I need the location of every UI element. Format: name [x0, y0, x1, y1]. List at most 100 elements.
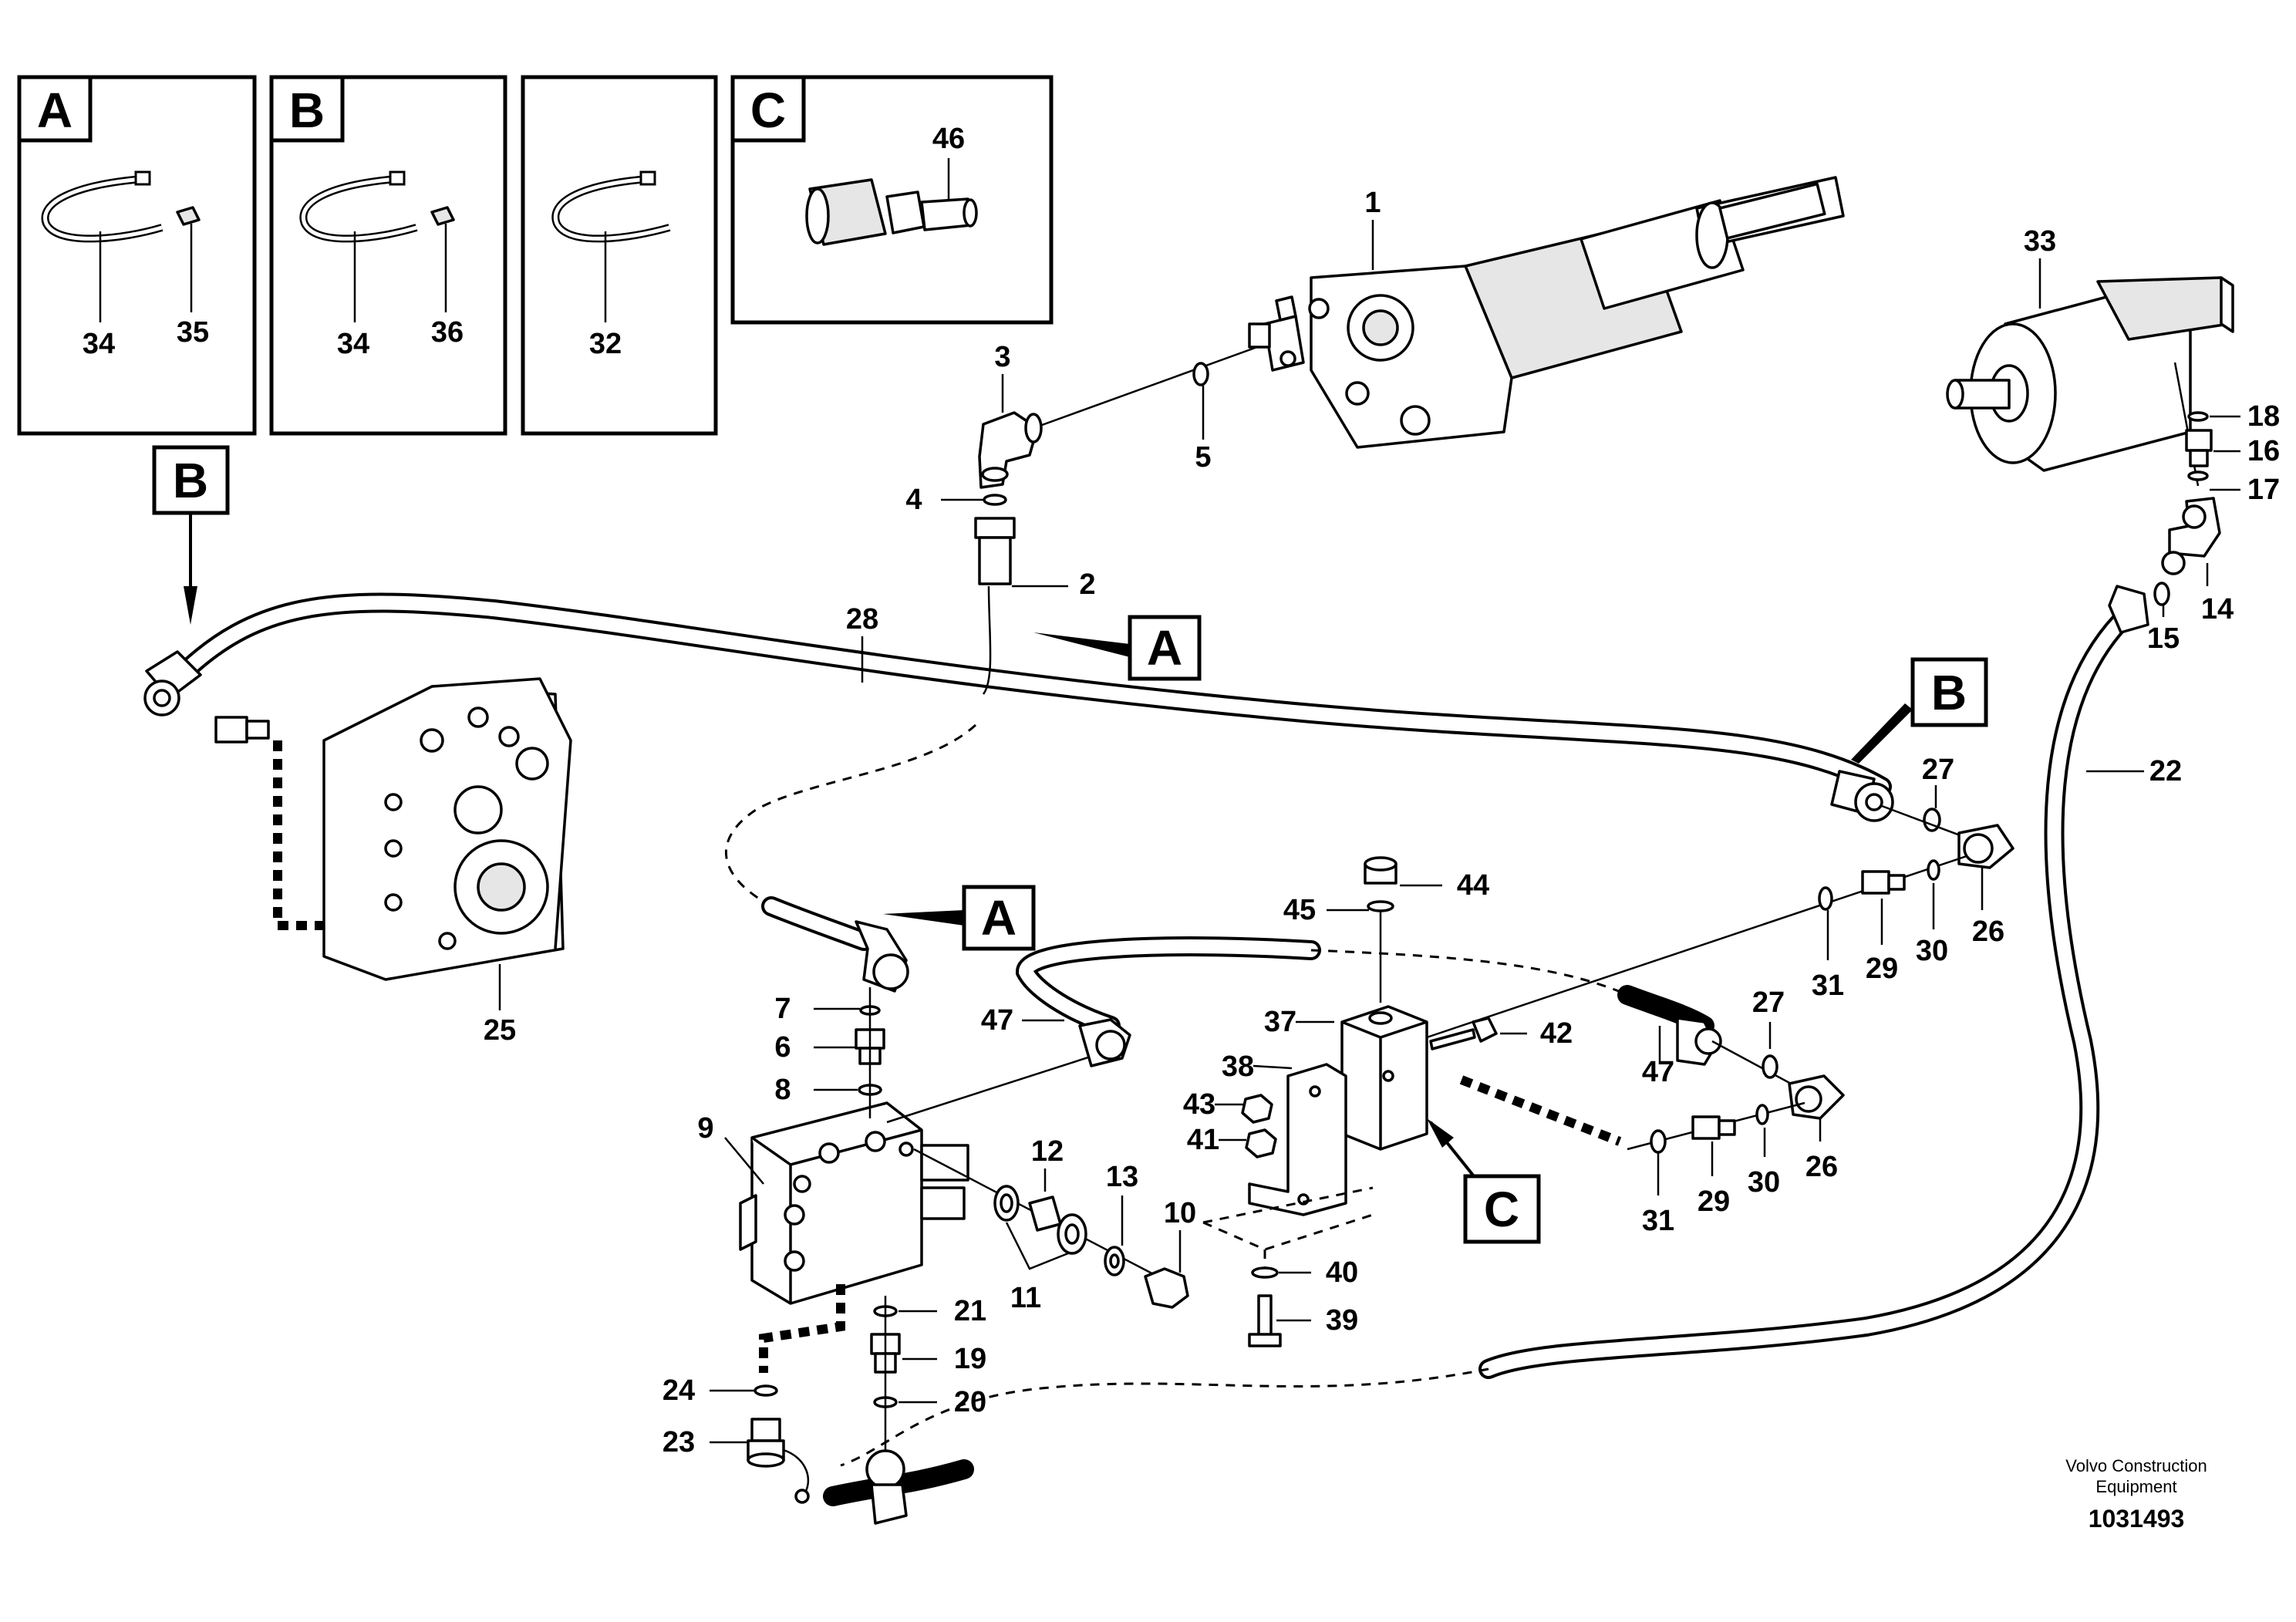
- callout-19: 19: [954, 1343, 986, 1375]
- hose-end-fitting-a: [855, 920, 909, 993]
- adapter-29-lower: [1691, 1115, 1736, 1140]
- callout-13: 13: [1106, 1161, 1138, 1193]
- inset-panel-b: B 34 36: [269, 75, 507, 436]
- callout-32: 32: [589, 328, 622, 360]
- o-ring-17: [2187, 470, 2209, 481]
- svg-text:B: B: [173, 453, 208, 508]
- callout-43: 43: [1183, 1088, 1215, 1121]
- dashed-connection-c: [1459, 1075, 1622, 1146]
- o-ring-4: [983, 494, 1007, 506]
- hose-end-fitting-47-right: [1676, 1017, 1722, 1066]
- nut-41: [1245, 1128, 1277, 1158]
- cable-tie-icon: [41, 170, 164, 243]
- callout-3: 3: [994, 341, 1010, 373]
- bolt-39: [1248, 1294, 1282, 1347]
- inset-panel-cable-tie: 32: [521, 75, 718, 436]
- hose-end-fitting-right: [1830, 770, 1894, 822]
- callout-10: 10: [1164, 1197, 1196, 1229]
- callout-17: 17: [2247, 474, 2280, 506]
- callout-30-upper: 30: [1916, 935, 1948, 967]
- callout-18: 18: [2247, 400, 2280, 433]
- o-ring-30-upper: [1927, 859, 1940, 881]
- callout-36: 36: [431, 316, 464, 349]
- plug-44: [1364, 856, 1397, 885]
- o-ring-31-lower: [1650, 1129, 1667, 1154]
- adapter-16: [2185, 429, 2213, 467]
- callout-27-upper: 27: [1922, 754, 1954, 786]
- inset-b-letter: B: [289, 83, 325, 138]
- spacer-12: [1028, 1195, 1062, 1232]
- callout-26-lower: 26: [1805, 1151, 1838, 1183]
- seal-11a: [993, 1185, 1020, 1222]
- inset-panel-c: C 46: [730, 75, 1054, 325]
- cable-tie-icon: [551, 170, 671, 243]
- callout-39: 39: [1326, 1304, 1358, 1337]
- callout-24: 24: [663, 1374, 695, 1407]
- seal-11b: [1057, 1213, 1087, 1255]
- hydraulic-pump-1: [1248, 176, 1845, 449]
- callout-46: 46: [932, 123, 965, 155]
- inset-panel-a: A 34 35: [17, 75, 257, 436]
- cable-tie-icon: [299, 170, 418, 243]
- sensor-block-37: [1340, 1005, 1428, 1151]
- washer-45: [1367, 900, 1394, 912]
- callout-44: 44: [1457, 869, 1489, 902]
- valve-block-9: [739, 1101, 969, 1305]
- callout-29-lower: 29: [1698, 1185, 1730, 1218]
- callout-16: 16: [2247, 435, 2280, 467]
- elbow-fitting-26-upper: [1957, 824, 2014, 869]
- callout-15: 15: [2147, 622, 2180, 655]
- inset-c-letter: C: [750, 83, 786, 138]
- callout-1: 1: [1364, 187, 1381, 219]
- bracket-38: [1248, 1063, 1347, 1216]
- pressure-line-3: [1033, 346, 1258, 430]
- adapter-fitting-left: [214, 716, 270, 744]
- callout-28: 28: [846, 603, 878, 636]
- credit-line-2: Equipment: [2095, 1477, 2176, 1496]
- drawing-number: 1031493: [2089, 1505, 2185, 1533]
- reference-marker-a-upper: A: [1033, 615, 1202, 681]
- hydraulic-motor-33: [1946, 276, 2234, 472]
- o-ring-5: [1192, 362, 1209, 386]
- callout-9: 9: [697, 1112, 713, 1145]
- svg-text:C: C: [1484, 1182, 1519, 1237]
- callout-22: 22: [2149, 755, 2182, 787]
- hose-end-fitting-47-left: [1078, 1018, 1131, 1067]
- o-ring-18: [2187, 411, 2209, 422]
- bolt-10: [1144, 1267, 1189, 1309]
- svg-text:B: B: [1931, 665, 1967, 720]
- callout-27-lower: 27: [1752, 986, 1785, 1019]
- elbow-fitting-14: [2161, 497, 2221, 575]
- hose-end-fitting-22: [2108, 585, 2149, 634]
- o-ring-24: [754, 1384, 778, 1397]
- callout-40: 40: [1326, 1256, 1358, 1289]
- callout-47-right: 47: [1642, 1056, 1674, 1088]
- callout-31-upper: 31: [1812, 969, 1844, 1002]
- callout-14: 14: [2201, 593, 2234, 626]
- bolt-42: [1429, 1017, 1498, 1050]
- dashed-connection-23: [759, 1284, 845, 1373]
- callout-4: 4: [905, 484, 922, 516]
- o-ring-15: [2153, 582, 2170, 606]
- callout-38: 38: [1222, 1050, 1254, 1083]
- callout-30-lower: 30: [1748, 1166, 1780, 1199]
- reference-marker-a-lower: A: [883, 885, 1036, 951]
- callout-7: 7: [774, 993, 791, 1025]
- o-ring-31-upper: [1818, 886, 1833, 911]
- callout-25: 25: [484, 1014, 516, 1047]
- cable-tie-base-icon: [430, 206, 455, 226]
- hose-end-fitting-22-lower: [865, 1449, 908, 1525]
- nut-43: [1241, 1094, 1273, 1124]
- adapter-29-upper: [1861, 870, 1906, 895]
- callout-5: 5: [1195, 441, 1211, 474]
- callout-34-b: 34: [337, 328, 369, 360]
- cable-tie-base-icon: [176, 206, 201, 226]
- callout-31-lower: 31: [1642, 1205, 1674, 1237]
- elbow-fitting-26-lower: [1788, 1074, 1845, 1120]
- callout-41: 41: [1187, 1124, 1219, 1156]
- svg-text:A: A: [981, 890, 1017, 946]
- hose-end-fitting-left: [143, 650, 202, 717]
- callout-35: 35: [177, 316, 209, 349]
- control-valve-25: [322, 677, 572, 981]
